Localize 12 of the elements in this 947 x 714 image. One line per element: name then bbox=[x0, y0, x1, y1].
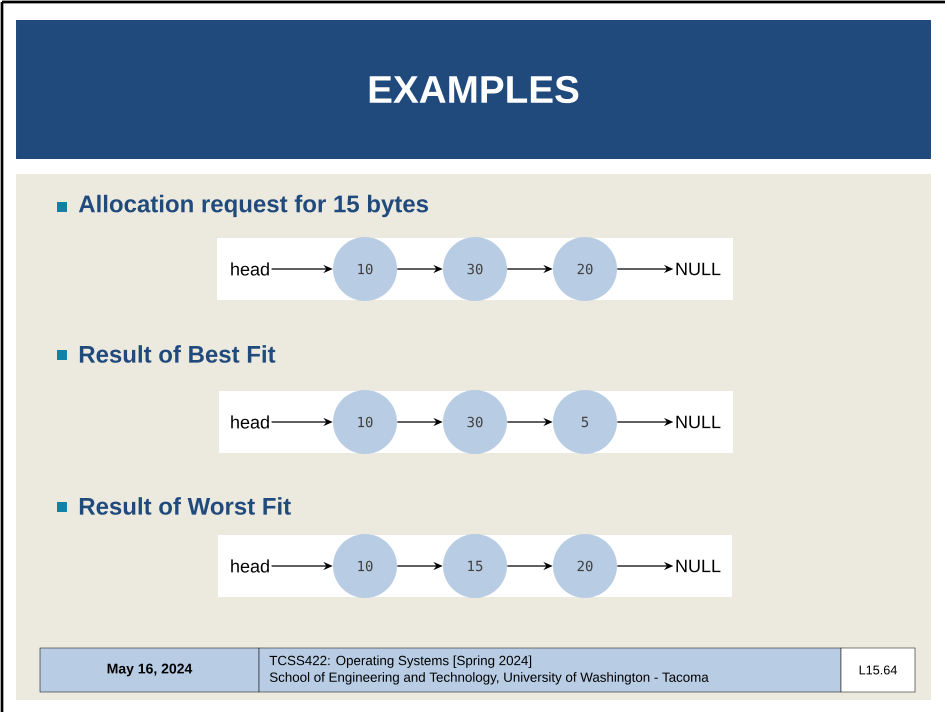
title-band: EXAMPLES bbox=[16, 20, 931, 159]
footer-cell: May 16, 2024 bbox=[40, 648, 260, 692]
bullet-text: Result of Best Fit bbox=[80, 345, 276, 363]
bullet-text: Result of Worst Fit bbox=[80, 497, 291, 515]
pointer-label: head bbox=[231, 262, 269, 276]
pointer-label: head bbox=[231, 415, 269, 429]
pointer-label: head bbox=[231, 559, 269, 573]
bullet-text: Allocation request for 15 bytes bbox=[78, 194, 428, 218]
footer-cell: L15.64 bbox=[840, 648, 916, 692]
pointer-label: NULL bbox=[676, 416, 720, 428]
pointer-label: NULL bbox=[676, 560, 720, 572]
pointer-label: NULL bbox=[676, 262, 720, 276]
